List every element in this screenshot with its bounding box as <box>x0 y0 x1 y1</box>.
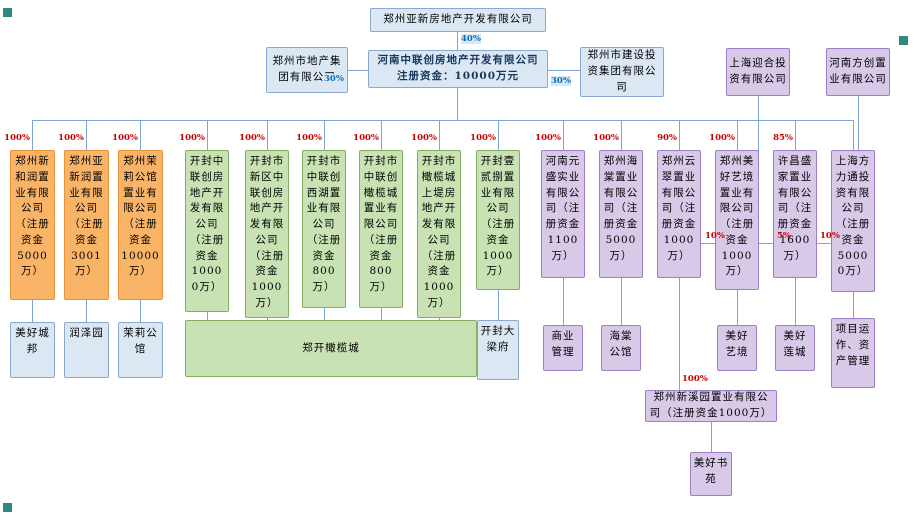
connector-line <box>795 120 796 150</box>
node-zhengzhou-haitang-zhiye: 郑州海棠置业有限公司（注册资金5000万） <box>599 150 643 278</box>
connector-line <box>457 88 458 120</box>
connector-line <box>267 318 268 320</box>
connector-line <box>679 278 680 390</box>
connector-line <box>457 32 458 50</box>
ownership-percent-label: 100% <box>682 374 708 384</box>
node-zhengzhou-yuncui-zhiye: 郑州云翠置业有限公司（注册资金1000万） <box>657 150 701 278</box>
connector-line <box>737 120 738 150</box>
node-shanghai-fanglitong-touzi: 上海方力通投资有限公司（注册资金50000万） <box>831 150 875 292</box>
ownership-percent-label: 10% <box>705 231 725 241</box>
ownership-percent-label: 100% <box>179 133 205 143</box>
connector-line <box>563 278 564 325</box>
connector-line <box>563 120 564 150</box>
node-shanghai-yinghe-touzi: 上海迎合投资有限公司 <box>726 48 790 96</box>
connector-line <box>324 120 325 150</box>
node-kaifeng-xinqu-zhonglianchuang: 开封市新区中联创房地产开发有限公司（注册资金1000万） <box>245 150 289 318</box>
ownership-percent-label: 40% <box>461 34 481 44</box>
node-kaifeng-zhonglianchuang: 开封中联创房地产开发有限公司（注册资金10000万） <box>185 150 229 312</box>
node-kaifeng-ganlancheng-zhiye: 开封市中联创橄榄城置业有限公司（注册资金800万） <box>359 150 403 308</box>
connector-line <box>267 120 268 150</box>
node-zhengzhou-moli-gongguan: 郑州茉莉公馆置业有限公司（注册资金10000万） <box>118 150 163 300</box>
proj-runzeyuan: 润泽园 <box>64 322 109 378</box>
ownership-percent-label: 100% <box>709 133 735 143</box>
proj-xiangmu-yunzuo-zichan-guanli: 项目运作、资产管理 <box>831 318 875 388</box>
connector-line <box>548 70 580 71</box>
connector-line <box>853 292 854 318</box>
proj-meihao-yijing: 美好艺境 <box>717 325 757 371</box>
connector-line <box>439 120 440 150</box>
ownership-percent-label: 90% <box>657 133 677 143</box>
proj-moli-gongguan: 茉莉公馆 <box>118 322 163 378</box>
connector-line <box>348 70 368 71</box>
connector-line <box>621 278 622 325</box>
connector-line <box>207 120 208 150</box>
node-kaifeng-xihu-zhiye: 开封市中联创西湖置业有限公司（注册资金800万） <box>302 150 346 308</box>
ownership-percent-label: 100% <box>4 133 30 143</box>
ownership-percent-label: 100% <box>411 133 437 143</box>
node-zhengzhou-xinherun: 郑州新和润置业有限公司（注册资金5000万） <box>10 150 55 300</box>
connector-line <box>381 120 382 150</box>
ownership-percent-label: 100% <box>535 133 561 143</box>
connector-line <box>439 318 440 320</box>
node-zhengzhou-xinxiyuan: 郑州新溪园置业有限公司（注册资金1000万） <box>645 390 777 422</box>
node-zhengzhou-yaxin-dichan: 郑州亚新房地产开发有限公司 <box>370 8 546 32</box>
connector-line <box>737 290 738 325</box>
connector-line <box>498 290 499 320</box>
ownership-percent-label: 100% <box>296 133 322 143</box>
connector-line <box>679 120 680 150</box>
connector-line <box>795 278 796 325</box>
corner-mark <box>3 8 12 17</box>
proj-meihao-shuyuan: 美好书苑 <box>690 452 732 496</box>
connector-line <box>32 300 33 322</box>
connector-line <box>711 422 712 452</box>
corner-mark <box>899 36 908 45</box>
connector-line <box>140 300 141 322</box>
node-zhengzhou-jianshe-touzi-group: 郑州市建设投资集团有限公司 <box>580 47 664 97</box>
connector-line <box>207 312 208 320</box>
proj-haitang-gongguan: 海棠公馆 <box>601 325 641 371</box>
connector-line <box>498 120 499 150</box>
ownership-percent-label: 30% <box>551 76 571 86</box>
connector-line <box>86 120 87 150</box>
ownership-percent-label: 5% <box>777 231 791 241</box>
ownership-percent-label: 85% <box>773 133 793 143</box>
corner-mark <box>3 503 12 512</box>
node-henan-fangchuang-zhiye: 河南方创置业有限公司 <box>826 48 890 96</box>
connector-line <box>381 308 382 320</box>
connector-line <box>140 120 141 150</box>
ownership-percent-label: 100% <box>470 133 496 143</box>
ownership-percent-label: 100% <box>58 133 84 143</box>
connector-line <box>324 308 325 320</box>
ownership-percent-label: 100% <box>239 133 265 143</box>
node-zhengzhou-yaxinrun: 郑州亚新润置业有限公司（注册资金3001万） <box>64 150 109 300</box>
connector-line <box>853 120 854 150</box>
ownership-percent-label: 100% <box>593 133 619 143</box>
connector-line <box>32 120 853 121</box>
proj-kaifeng-daliangfu: 开封大梁府 <box>477 320 519 380</box>
node-henan-zhonglianchuang-root: 河南中联创房地产开发有限公司 注册资金：10000万元 <box>368 50 548 88</box>
node-xuchang-shengjia-zhiye: 许昌盛家置业有限公司（注册资金1600万） <box>773 150 817 278</box>
ownership-percent-label: 30% <box>324 74 344 84</box>
node-zhengzhou-dichan-group: 郑州市地产集团有限公司 <box>266 47 348 93</box>
proj-zhengkai-ganlancheng: 郑开橄榄城 <box>185 320 477 377</box>
proj-shangye-guanli: 商业管理 <box>543 325 583 371</box>
proj-meihao-liancheng: 美好莲城 <box>775 325 815 371</box>
connector-line <box>621 120 622 150</box>
connector-line <box>32 120 33 150</box>
connector-line <box>86 300 87 322</box>
node-kaifeng-yierba-zhiye: 开封壹贰捌置业有限公司（注册资金1000万） <box>476 150 520 290</box>
ownership-percent-label: 100% <box>112 133 138 143</box>
proj-meihao-chengbang: 美好城邦 <box>10 322 55 378</box>
node-henan-yuansheng-shiye: 河南元盛实业有限公司（注册资金1100万） <box>541 150 585 278</box>
node-kaifeng-shangdi-dichan: 开封市橄榄城上堤房地产开发有限公司（注册资金1000万） <box>417 150 461 318</box>
ownership-percent-label: 100% <box>353 133 379 143</box>
node-zhengzhou-meihao-yijing: 郑州美好艺境置业有限公司（注册资金1000万） <box>715 150 759 290</box>
ownership-percent-label: 10% <box>820 231 840 241</box>
